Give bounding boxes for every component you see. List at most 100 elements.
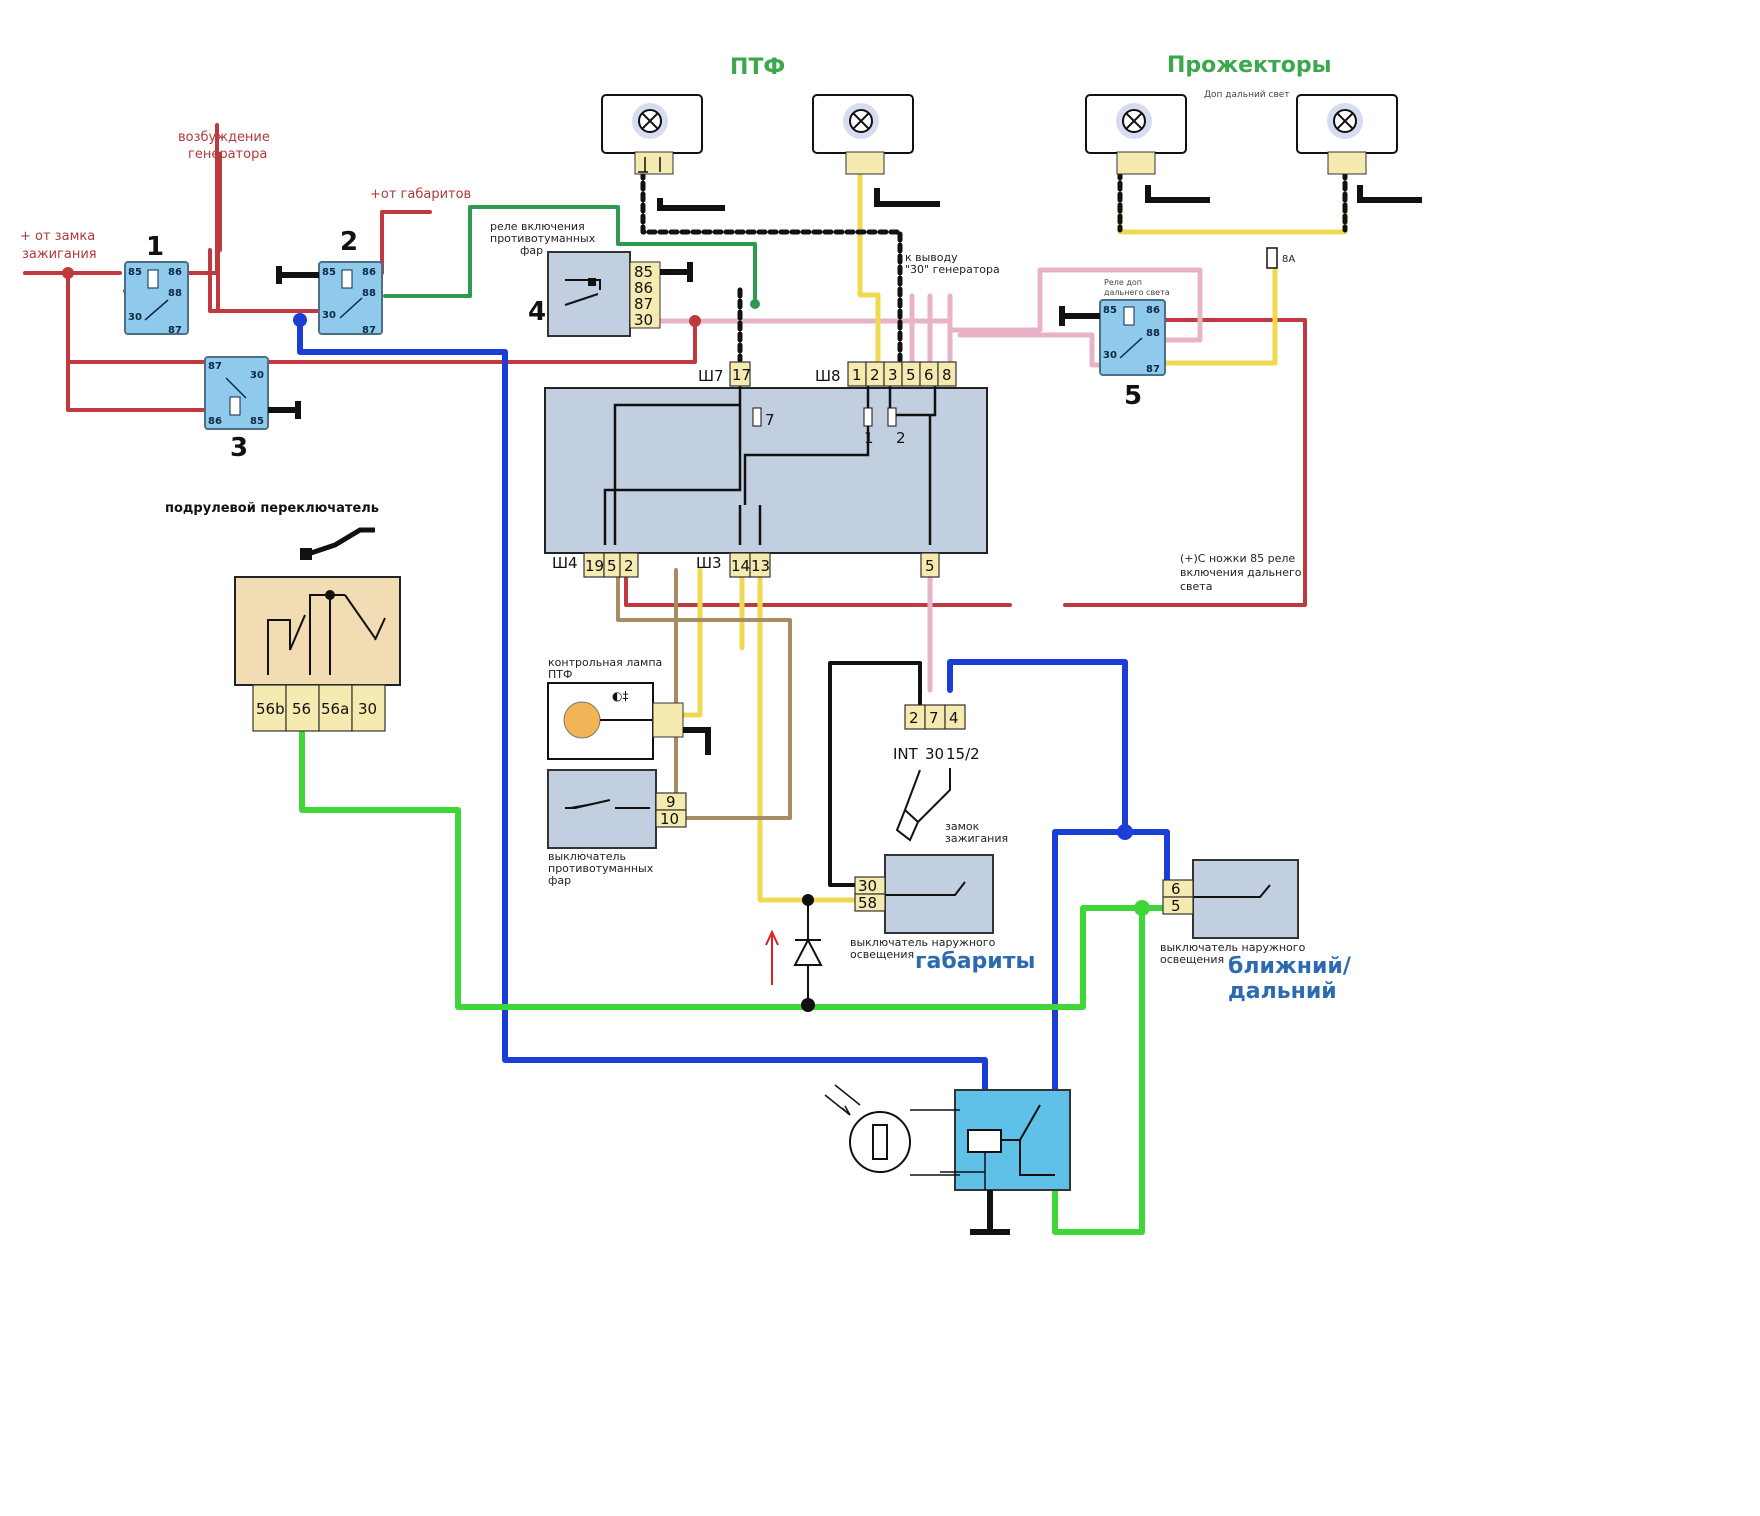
svg-text:87: 87 (362, 325, 376, 336)
spot-lamp-left (1085, 94, 1210, 203)
fog-lamp-label-2: ПТФ (548, 668, 572, 681)
svg-text:85: 85 (128, 267, 142, 278)
hb-relay-label-2: дальнего света (1104, 288, 1170, 297)
svg-text:7: 7 (929, 709, 939, 727)
excitation-label-1: возбуждение (178, 130, 270, 145)
fog-lamp-left (601, 94, 725, 211)
fuse-7-icon (752, 407, 762, 427)
wire-black (828, 661, 922, 887)
ext-light-b-label-1: выключатель наружного (1160, 941, 1306, 954)
relay-5: 85 86 88 30 87 5 Реле доп дальнего света (1059, 278, 1170, 411)
svg-text:87: 87 (168, 325, 182, 336)
fog-lamp-label-1: контрольная лампа (548, 656, 662, 669)
from-ignition-label-1: + от замка (20, 229, 95, 244)
junction (1117, 824, 1133, 840)
fog-lights-heading: ПТФ (730, 55, 785, 80)
svg-text:17: 17 (732, 366, 751, 384)
fuse-2-icon (887, 407, 897, 427)
wire-relay2-green (383, 205, 757, 306)
fog-switch-label-1: выключатель (548, 850, 626, 863)
relay-4: 85 86 87 30 4 реле включения противотума… (490, 220, 693, 337)
to-generator-label-2: "30" генератора (905, 263, 1000, 276)
svg-text:85: 85 (250, 416, 264, 427)
svg-text:2: 2 (909, 709, 919, 727)
relay-2-number: 2 (340, 227, 358, 257)
fuse-block: 7 1 2 Ш7 17 Ш8 1 2 3 5 6 8 Ш4 19 5 2 Ш3 … (544, 361, 988, 578)
svg-text:87: 87 (208, 361, 222, 372)
spot-lamp-right (1296, 94, 1422, 203)
fog-relay-label-2: противотуманных (490, 232, 596, 245)
wire-parking-red (380, 210, 432, 275)
svg-text:86: 86 (634, 279, 653, 297)
svg-text:88: 88 (168, 288, 182, 299)
hb-relay-label-1: Реле доп (1104, 278, 1142, 287)
fog-indicator-lamp: контрольная лампа ПТФ ◐‡ (547, 656, 711, 760)
svg-text:30: 30 (1103, 350, 1117, 361)
svg-text:6: 6 (924, 366, 934, 384)
svg-text:2: 2 (870, 366, 880, 384)
from-85-label-3: света (1180, 580, 1212, 593)
svg-text:19: 19 (585, 557, 604, 575)
svg-text:7: 7 (765, 411, 775, 429)
junction (293, 313, 307, 327)
svg-text:85: 85 (1103, 305, 1117, 316)
svg-text:56: 56 (292, 700, 311, 718)
svg-text:30: 30 (322, 310, 336, 321)
svg-text:6: 6 (1171, 880, 1181, 898)
connector-sh7-label: Ш7 (698, 367, 724, 385)
junction (1134, 900, 1150, 916)
svg-text:86: 86 (1146, 305, 1160, 316)
light-sensor-module (824, 1084, 1071, 1235)
svg-text:◐‡: ◐‡ (612, 689, 628, 703)
fuse-1-icon (863, 407, 873, 427)
from-parking-label: +от габаритов (370, 187, 471, 202)
wire-brown (616, 568, 792, 820)
ext-light-b-label-2: освещения (1160, 953, 1224, 966)
svg-text:INT: INT (893, 745, 919, 763)
svg-text:5: 5 (1171, 897, 1181, 915)
fog-switch-label-3: фар (548, 874, 571, 887)
fuse-8a-icon (1266, 247, 1278, 269)
svg-text:88: 88 (362, 288, 376, 299)
svg-text:56b: 56b (256, 700, 285, 718)
svg-text:30: 30 (925, 745, 944, 763)
svg-text:8: 8 (942, 366, 952, 384)
svg-text:2: 2 (896, 429, 906, 447)
relay-3: 87 30 86 85 3 (204, 356, 301, 463)
fog-relay-label-1: реле включения (490, 220, 585, 233)
svg-text:10: 10 (660, 810, 679, 828)
svg-text:9: 9 (666, 793, 676, 811)
ext-light-a-label-1: выключатель наружного (850, 936, 996, 949)
diode-icon (765, 894, 823, 1012)
svg-text:88: 88 (1146, 328, 1160, 339)
key-icon (895, 768, 951, 842)
relay-5-number: 5 (1124, 381, 1142, 411)
svg-text:30: 30 (250, 370, 264, 381)
fog-lamp-right (812, 94, 940, 207)
excitation-label-2: генератора (188, 147, 267, 162)
from-ignition-label-2: зажигания (22, 247, 97, 262)
beam-heading-2: дальний (1228, 979, 1337, 1004)
to-generator-label-1: к выводу (905, 251, 958, 264)
from-85-label-2: включения дальнего (1180, 566, 1302, 579)
wire-excitation-red (186, 123, 219, 275)
svg-text:86: 86 (208, 416, 222, 427)
svg-text:5: 5 (925, 557, 935, 575)
svg-text:13: 13 (751, 557, 770, 575)
relay-4-number: 4 (528, 297, 546, 327)
fog-switch-label-2: противотуманных (548, 862, 654, 875)
fuse-8a-label: 8А (1282, 254, 1295, 265)
svg-text:5: 5 (906, 366, 916, 384)
svg-text:85: 85 (634, 263, 653, 281)
svg-text:1: 1 (864, 429, 874, 447)
beam-heading-1: ближний/ (1228, 954, 1352, 979)
connector-sh8-label: Ш8 (815, 367, 841, 385)
ign-lock-label-1: замок (945, 820, 980, 833)
spotlights-heading: Прожекторы (1167, 53, 1332, 78)
steering-column-switch: подрулевой переключатель 56b 56 56a 30 (165, 501, 401, 732)
svg-text:30: 30 (358, 700, 377, 718)
svg-text:30: 30 (128, 312, 142, 323)
lamp-icon (563, 701, 601, 739)
svg-text:5: 5 (607, 557, 617, 575)
